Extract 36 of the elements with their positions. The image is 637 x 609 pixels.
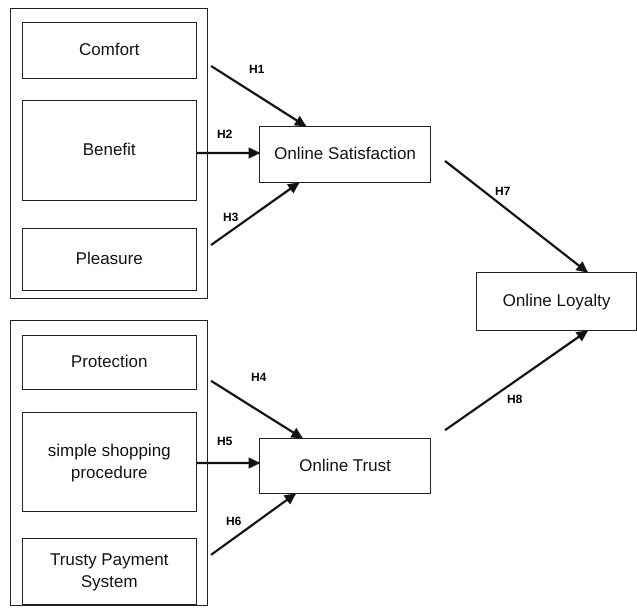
arrow (210, 64, 306, 127)
arrow (197, 147, 260, 159)
arrow (210, 380, 303, 439)
arrow (210, 493, 296, 556)
arrow (444, 330, 588, 432)
construct-box (22, 22, 197, 79)
construct-box (22, 334, 197, 390)
arrow (444, 160, 588, 273)
edge-label: H2 (216, 127, 234, 141)
construct-box (22, 538, 197, 605)
construct-box (259, 438, 431, 494)
construct-box (22, 100, 197, 201)
construct-box (22, 412, 197, 512)
construct-label: Benefit (82, 139, 136, 162)
construct-box (22, 228, 197, 291)
edge-label: H4 (250, 370, 268, 384)
edge-label: H6 (225, 514, 242, 528)
edge-label: H8 (506, 392, 524, 406)
edge-label: H1 (248, 62, 266, 76)
group-frame (10, 8, 208, 299)
construct-box (476, 272, 637, 331)
construct-label: simple shopping procedure (46, 440, 172, 484)
edge-label: H7 (494, 184, 512, 198)
edge-label: H3 (222, 210, 240, 224)
construct-box (259, 126, 431, 183)
group-frame (10, 320, 208, 606)
construct-label: Online Trust (299, 454, 391, 477)
arrow (197, 457, 260, 469)
construct-label: Protection (70, 351, 148, 374)
construct-label: Comfort (78, 39, 140, 62)
construct-label: Pleasure (76, 248, 143, 270)
arrow (210, 182, 300, 246)
edge-label: H5 (216, 434, 234, 448)
construct-label: Online Satisfaction (274, 143, 416, 166)
construct-label: Online Loyalty (502, 290, 610, 312)
construct-label: Trusty Payment System (48, 549, 170, 594)
